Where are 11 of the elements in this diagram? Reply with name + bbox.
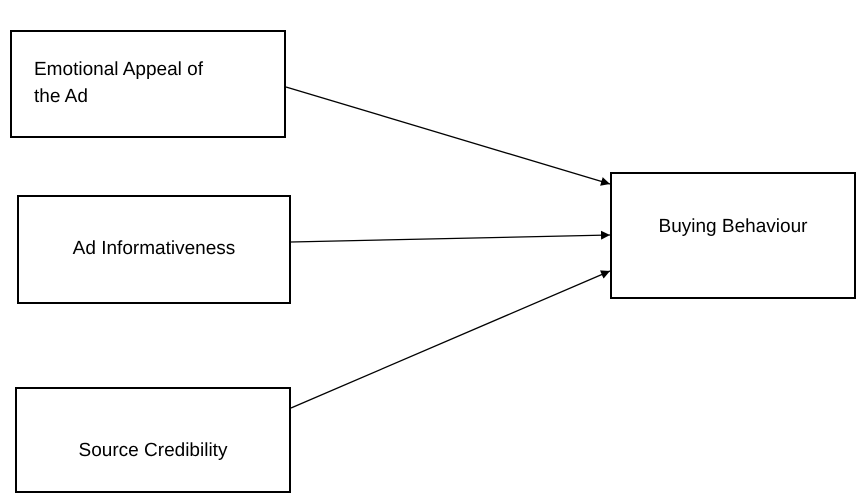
text-box xyxy=(610,172,856,299)
text-box xyxy=(17,195,291,304)
node-label: Buying Behaviour xyxy=(658,215,808,240)
arrow xyxy=(286,86,610,186)
node-label: Ad Informativeness xyxy=(72,237,236,262)
text-box xyxy=(10,30,286,138)
node-label: Emotional Appeal of the Ad xyxy=(34,58,204,109)
arrow xyxy=(290,230,610,243)
arrow xyxy=(290,270,610,409)
text-box xyxy=(15,387,291,493)
node-label: Source Credibility xyxy=(78,438,228,463)
